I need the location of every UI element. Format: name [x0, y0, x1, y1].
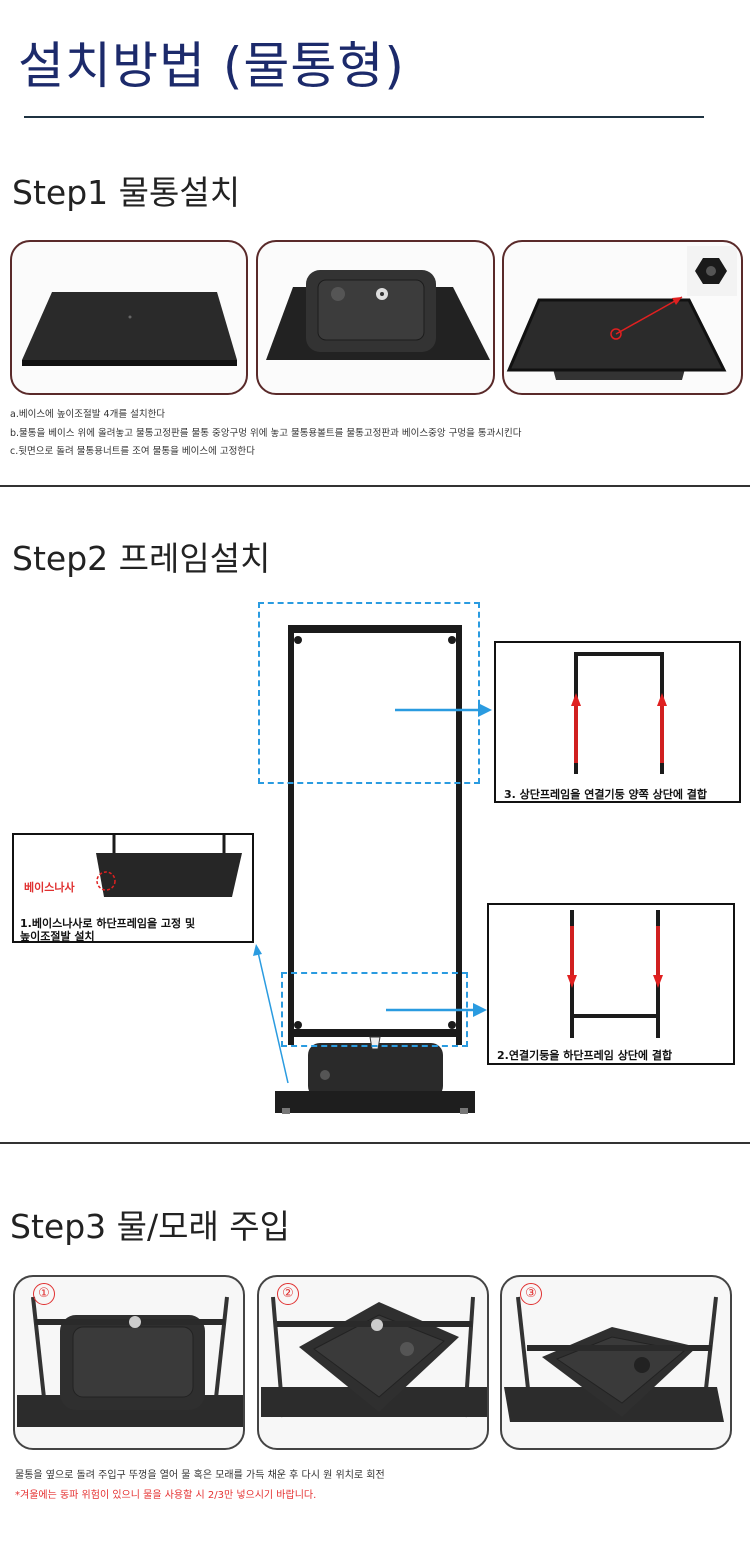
- step3-warning: *겨울에는 동파 위험이 있으니 물을 사용할 시 2/3만 넣으시기 바랍니다…: [15, 1490, 317, 1501]
- step3-badge-3: ③: [520, 1283, 542, 1305]
- lower-frame-join-illustration: [567, 910, 663, 1038]
- step3-photo-1: ①: [13, 1275, 245, 1450]
- step1-title: Step1 물통설치: [12, 173, 241, 212]
- page-title: 설치방법 (물통형): [18, 37, 405, 95]
- caption-1-line1: 1.베이스나사로 하단프레임을 고정 및: [20, 917, 196, 930]
- step1-photo-base: [10, 240, 248, 395]
- section-divider: [0, 485, 750, 487]
- step1-photo-tank-on-base: [256, 240, 495, 395]
- step3-badge-2: ②: [277, 1283, 299, 1305]
- tank-on-base-illustration: [266, 270, 490, 360]
- frame-assembly-illustration: [275, 625, 475, 1114]
- base-screw-illustration: [96, 835, 242, 897]
- caption-1-line2: 높이조절발 설치: [20, 930, 95, 943]
- step3-title: Step3 물/모래 주입: [10, 1207, 291, 1246]
- underside-illustration: [506, 246, 737, 380]
- tank-tilted-illustration: [261, 1296, 487, 1418]
- step3-photo-2: ②: [257, 1275, 489, 1450]
- step3-note: 물통을 옆으로 돌려 주입구 뚜껑을 열어 물 혹은 모래를 가득 채운 후 다…: [15, 1470, 385, 1481]
- title-underline: [24, 116, 704, 118]
- step1-photo-underside: [502, 240, 743, 395]
- detail-top-frame-box: 3. 상단프레임을 연결기둥 양쪽 상단에 결합: [494, 641, 741, 803]
- caption-2: 2.연결기둥을 하단프레임 상단에 결합: [497, 1049, 673, 1062]
- step1-note-a: a.베이스에 높이조절발 4개를 설치한다: [10, 409, 166, 420]
- arrow-to-base-detail: [253, 944, 289, 1084]
- arrow-to-top-detail: [395, 703, 492, 717]
- step3-badge-1: ①: [33, 1283, 55, 1305]
- top-frame-highlight: [258, 602, 480, 784]
- step2-title: Step2 프레임설치: [12, 539, 271, 578]
- section-divider: [0, 1142, 750, 1144]
- base-plate-illustration: [22, 292, 237, 366]
- base-screw-label: 베이스나사: [24, 881, 75, 894]
- caption-3: 3. 상단프레임을 연결기둥 양쪽 상단에 결합: [504, 788, 708, 801]
- step1-note-c: c.뒷면으로 돌려 물통용너트를 조여 물통을 베이스에 고정한다: [10, 446, 255, 457]
- tank-upright-illustration: [17, 1296, 243, 1427]
- tank-side-illustration: [504, 1296, 724, 1422]
- top-frame-join-illustration: [571, 652, 667, 774]
- step1-note-b: b.물통을 베이스 위에 올려놓고 물통고정판를 물통 중앙구멍 위에 놓고 물…: [10, 428, 522, 439]
- step3-photo-3: ③: [500, 1275, 732, 1450]
- detail-base-screw-box: 베이스나사 1.베이스나사로 하단프레임을 고정 및 높이조절발 설치: [12, 833, 254, 943]
- detail-lower-frame-box: 2.연결기둥을 하단프레임 상단에 결합: [487, 903, 735, 1065]
- arrow-to-lower-detail: [386, 1003, 487, 1017]
